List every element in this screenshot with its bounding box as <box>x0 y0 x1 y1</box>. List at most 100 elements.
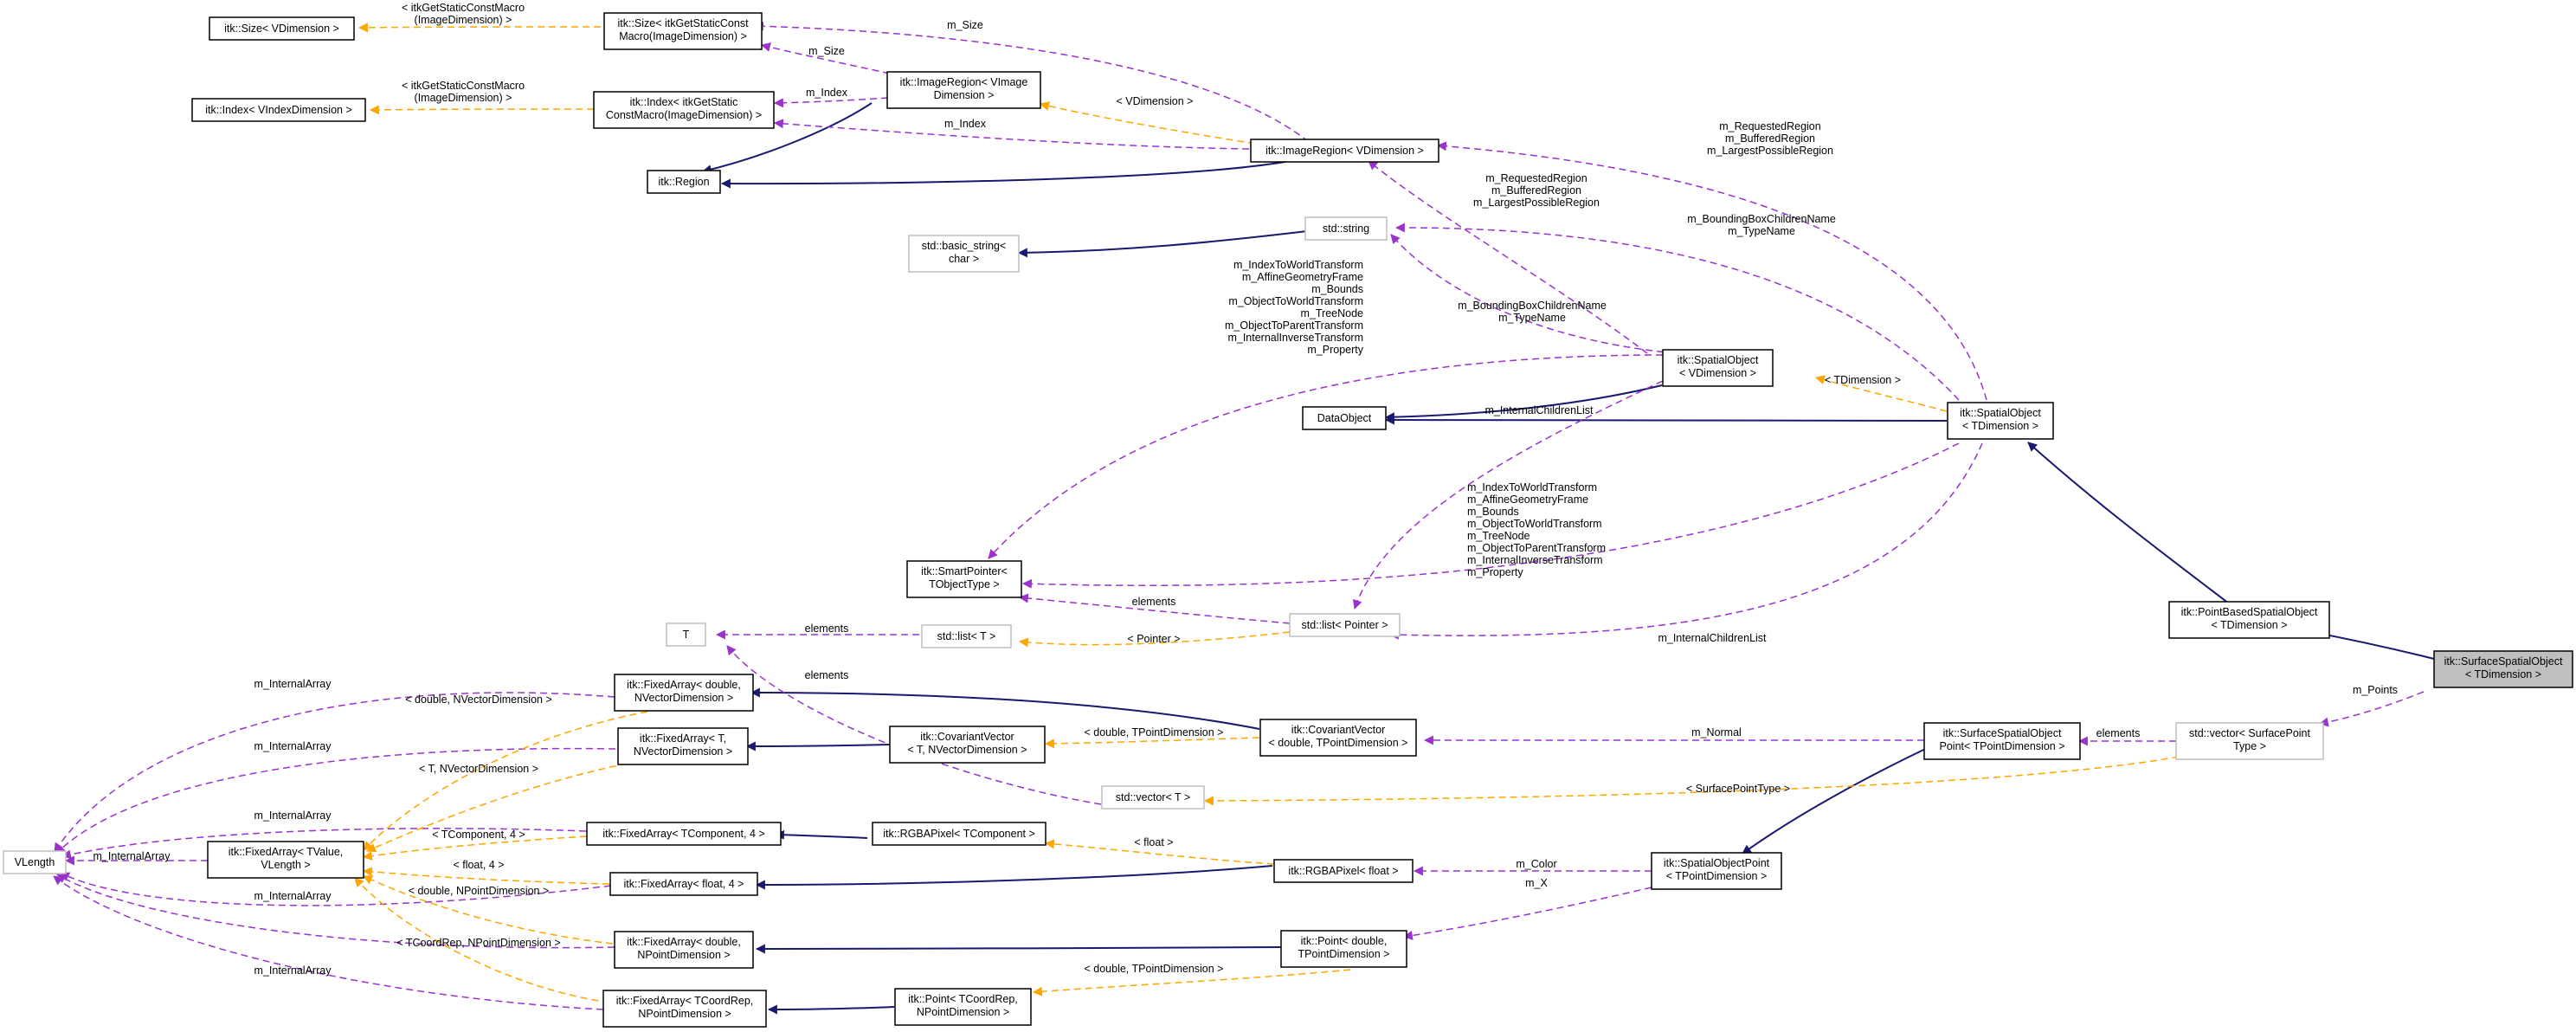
svg-text:itk::Region: itk::Region <box>658 176 709 188</box>
edge-label-elements-smartptr: elements <box>1132 596 1176 608</box>
edge-label-double-nvec: < double, NVectorDimension > <box>405 693 552 706</box>
edge-dataobject-to-so-tdim <box>1384 415 1948 425</box>
node-dataobject[interactable]: DataObject <box>1302 406 1387 430</box>
edge-label-m-points: m_Points <box>2353 684 2398 696</box>
edge-stdstring-to-so-vdim <box>1390 234 1676 354</box>
svg-text:std::basic_string<char >: std::basic_string<char > <box>922 240 1007 265</box>
edge-stdlist-ptr-to-so-tdim <box>1388 442 1983 640</box>
svg-text:T: T <box>683 629 690 641</box>
node-index-vindexdimension[interactable]: itk::Index< VIndexDimension > <box>191 98 366 122</box>
edge-label-template-index: < itkGetStaticConstMacro(ImageDimension)… <box>402 80 525 104</box>
svg-text:DataObject: DataObject <box>1317 412 1372 424</box>
edge-label-elements-stdvec-sp: elements <box>2096 727 2141 739</box>
edge-index-itk-to-imageregion-vdim <box>773 119 1250 150</box>
svg-text:itk::Index< VIndexDimension >: itk::Index< VIndexDimension > <box>205 104 352 116</box>
svg-text:itk::SpatialObjectPoint< TPoin: itk::SpatialObjectPoint< TPointDimension… <box>1664 857 1770 882</box>
svg-text:std::list< T >: std::list< T > <box>937 630 996 642</box>
svg-text:std::vector< T >: std::vector< T > <box>1116 791 1190 803</box>
edge-dataobject-to-so-vdim <box>1384 384 1663 422</box>
edge-basicstring-to-stdstring <box>1017 230 1308 258</box>
edge-label-m-size: m_Size <box>808 45 845 57</box>
edge-label-m-normal: m_Normal <box>1691 726 1742 739</box>
node-fixedarray-float-4[interactable]: itk::FixedArray< float, 4 > <box>609 872 758 896</box>
node-std-list-T[interactable]: std::list< T > <box>921 624 1012 648</box>
edge-sop-to-ssop <box>1742 743 1937 855</box>
svg-text:itk::Index< itkGetStaticConstM: itk::Index< itkGetStaticConstMacro(Image… <box>606 96 762 121</box>
svg-text:itk::SmartPointer<TObjectType: itk::SmartPointer<TObjectType > <box>921 565 1008 590</box>
edge-label-vdimension: < VDimension > <box>1117 95 1194 107</box>
svg-text:itk::FixedArray< float, 4 >: itk::FixedArray< float, 4 > <box>624 878 744 890</box>
edge-fa-tcomp4-to-rgba-tcomp <box>774 829 868 840</box>
edge-so-tdim-to-pbso <box>2027 442 2230 604</box>
node-spatialobjectpoint[interactable]: itk::SpatialObjectPoint< TPointDimension… <box>1651 852 1782 890</box>
edge-tpl-imageregion-vdim-to-vimg <box>1039 101 1256 145</box>
node-pointbasedspatialobject[interactable]: itk::PointBasedSpatialObject< TDimension… <box>2168 601 2330 639</box>
node-spatialobject-tdimension[interactable]: itk::SpatialObject< TDimension > <box>1947 402 2054 440</box>
node-region[interactable]: itk::Region <box>647 170 721 194</box>
svg-text:itk::FixedArray< double,NPoint: itk::FixedArray< double,NPointDimension … <box>627 936 741 961</box>
node-fixedarray-tvalue-vlength[interactable]: itk::FixedArray< TValue,VLength > <box>207 841 364 879</box>
svg-text:itk::FixedArray< double,NVecto: itk::FixedArray< double,NVectorDimension… <box>627 679 741 704</box>
node-imageregion-vdimension[interactable]: itk::ImageRegion< VDimension > <box>1250 139 1439 163</box>
edge-label-template-size: < itkGetStaticConstMacro(ImageDimension)… <box>402 2 525 26</box>
svg-text:std::string: std::string <box>1323 223 1369 235</box>
edge-label-m-index: m_Index <box>806 87 848 99</box>
svg-text:itk::FixedArray< TComponent, 4: itk::FixedArray< TComponent, 4 > <box>602 828 764 840</box>
node-spatialobject-vdimension[interactable]: itk::SpatialObject< VDimension > <box>1662 349 1774 387</box>
edge-label-double-npoint: < double, NPointDimension > <box>409 885 550 897</box>
edge-label-internal-array-4: m_InternalArray <box>93 850 171 862</box>
edge-smartptr-to-so-tdim <box>1021 442 1960 589</box>
edge-tpl-fa-tvalue-fa-double-npt <box>363 875 614 945</box>
edge-label-tdimension: < TDimension > <box>1825 374 1901 386</box>
node-fixedarray-T-nvector[interactable]: itk::FixedArray< T,NVectorDimension > <box>617 727 749 765</box>
node-std-string[interactable]: std::string <box>1304 216 1388 241</box>
node-point-double[interactable]: itk::Point< double,TPointDimension > <box>1280 930 1407 968</box>
edge-tpl-index-itk-to-index-vidx <box>369 105 595 115</box>
edge-vlength-fa-tcoord <box>53 875 604 1010</box>
edge-tpl-fa-tvalue-fa-double-nvec <box>363 711 648 851</box>
node-rgbapixel-tcomponent[interactable]: itk::RGBAPixel< TComponent > <box>872 822 1046 846</box>
edge-region-to-imageregion-vimage <box>701 102 873 175</box>
edge-tpl-fa-tvalue-fa-tcoord <box>354 877 610 1003</box>
node-smartpointer[interactable]: itk::SmartPointer<TObjectType > <box>906 560 1022 598</box>
node-covariantvector-T[interactable]: itk::CovariantVector< T, NVectorDimensio… <box>889 726 1046 764</box>
node-fixedarray-tcoordrep[interactable]: itk::FixedArray< TCoordRep,NPointDimensi… <box>602 990 767 1028</box>
node-fixedarray-tcomponent-4[interactable]: itk::FixedArray< TComponent, 4 > <box>586 822 782 846</box>
edge-label-m-index-lower: m_Index <box>944 118 987 130</box>
edge-smartptr-to-so-vdim <box>988 354 1664 559</box>
node-fixedarray-double-npoint[interactable]: itk::FixedArray< double,NPointDimension … <box>614 931 754 969</box>
svg-text:itk::Size< itkGetStaticConstMa: itk::Size< itkGetStaticConstMacro(ImageD… <box>617 17 749 42</box>
edge-label-internal-array-2: m_InternalArray <box>254 740 332 752</box>
edge-imageregion-vdim-to-so-vdim <box>1368 160 1648 354</box>
edge-T-to-stdvec-T <box>726 645 1102 805</box>
svg-text:itk::Point< double,TPointDimen: itk::Point< double,TPointDimension > <box>1298 935 1390 960</box>
node-std-basic-string[interactable]: std::basic_string<char > <box>908 235 1020 273</box>
node-covariantvector-double[interactable]: itk::CovariantVector< double, TPointDime… <box>1259 719 1417 757</box>
edge-label-tcoordrep-npoint: < TCoordRep, NPointDimension > <box>396 937 560 949</box>
svg-text:itk::PointBasedSpatialObject<: itk::PointBasedSpatialObject< TDimension… <box>2181 606 2318 631</box>
edge-tpl-fa-tvalue-fa-T-nvec <box>365 758 650 853</box>
node-point-tcoordrep[interactable]: itk::Point< TCoordRep,NPointDimension > <box>894 988 1032 1026</box>
svg-text:itk::SpatialObject< VDimension: itk::SpatialObject< VDimension > <box>1678 354 1759 379</box>
node-rgbapixel-float[interactable]: itk::RGBAPixel< float > <box>1273 859 1414 883</box>
node-size-vdimension[interactable]: itk::Size< VDimension > <box>209 16 355 41</box>
node-T[interactable]: T <box>666 622 706 647</box>
svg-text:itk::RGBAPixel< float >: itk::RGBAPixel< float > <box>1288 865 1398 877</box>
node-std-vector-T[interactable]: std::vector< T > <box>1101 785 1205 809</box>
edge-tpl-fa-tvalue-fa-float4 <box>362 867 610 885</box>
svg-text:VLength: VLength <box>15 856 55 868</box>
edge-stdvec-sp-to-sso <box>2318 691 2425 727</box>
svg-text:itk::CovariantVector< T, NVect: itk::CovariantVector< T, NVectorDimensio… <box>907 731 1027 756</box>
node-std-list-pointer[interactable]: std::list< Pointer > <box>1289 613 1401 637</box>
node-fixedarray-double-nvector[interactable]: itk::FixedArray< double,NVectorDimension… <box>614 674 754 712</box>
node-vlength[interactable]: VLength <box>3 850 67 874</box>
edge-label-float-4: < float, 4 > <box>453 859 504 871</box>
node-surfacespatialobject[interactable]: itk::SurfaceSpatialObject< TDimension > <box>2433 650 2573 688</box>
edge-imageregion-vdim-to-so-tdim <box>1436 141 1987 401</box>
